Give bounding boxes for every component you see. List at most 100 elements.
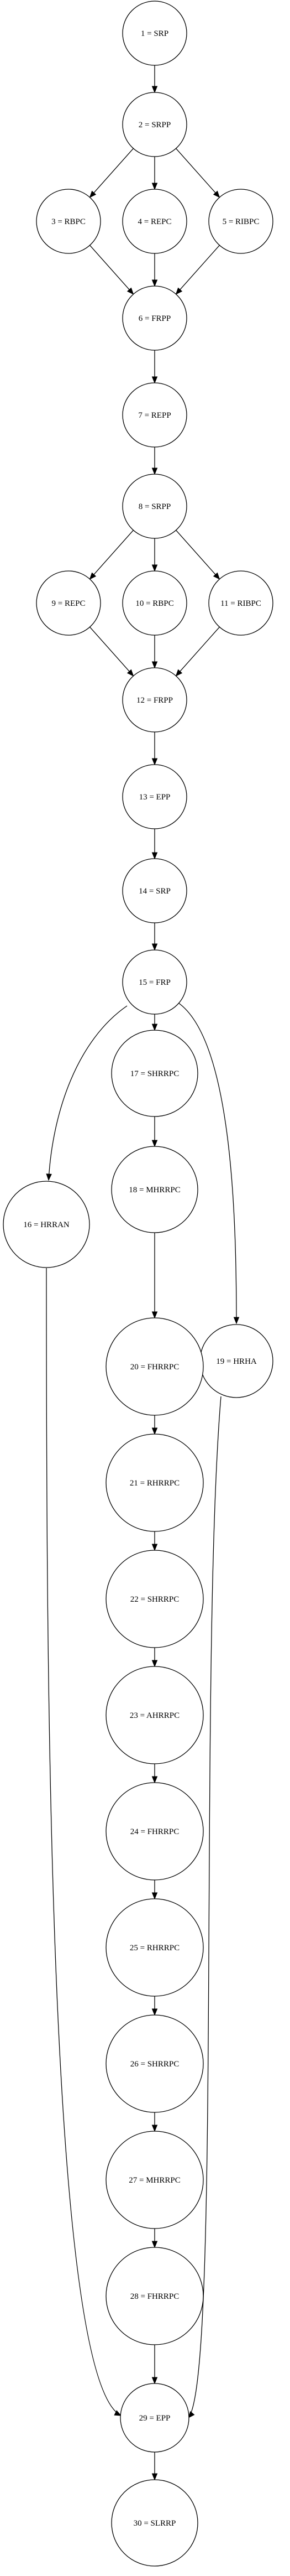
node-14: 14 = SRP bbox=[122, 858, 187, 923]
edge-n2-to-n5 bbox=[176, 148, 220, 198]
node-circle bbox=[122, 949, 187, 1015]
arrow-head-icon bbox=[151, 1140, 158, 1147]
node-circle bbox=[106, 1666, 204, 1764]
node-label: 20 = FHRRPC bbox=[130, 1363, 180, 1372]
node-13: 13 = EPP bbox=[122, 764, 187, 829]
arrow-head-icon bbox=[151, 1427, 158, 1435]
arrow-head-icon bbox=[151, 2008, 158, 2016]
node-label: 18 = MHRRPC bbox=[129, 1186, 181, 1194]
edge-n29-to-n30 bbox=[151, 2452, 158, 2481]
arrow-head-icon bbox=[188, 2411, 195, 2419]
edge-n1-to-n2 bbox=[151, 65, 158, 94]
node-circle bbox=[106, 1550, 204, 1648]
node-label: 26 = SHRRPC bbox=[130, 2060, 180, 2069]
node-label: 10 = RBPC bbox=[135, 599, 173, 608]
edge-n17-to-n18 bbox=[151, 1116, 158, 1147]
edge-n6-to-n7 bbox=[151, 350, 158, 384]
arrow-head-icon bbox=[151, 1024, 158, 1031]
arrow-head-icon bbox=[151, 2473, 158, 2481]
node-label: 9 = REPC bbox=[52, 599, 86, 608]
edge-n14-to-n15 bbox=[151, 923, 158, 951]
node-circle bbox=[122, 189, 187, 254]
arrow-head-icon bbox=[151, 183, 158, 190]
node-12: 12 = FRPP bbox=[122, 667, 187, 733]
edge-n15-to-n16 bbox=[46, 1005, 128, 1181]
node-22: 22 = SHRRPC bbox=[106, 1550, 204, 1648]
node-circle bbox=[208, 189, 273, 254]
arrow-head-icon bbox=[151, 2241, 158, 2248]
node-label: 13 = EPP bbox=[139, 793, 171, 802]
arrow-head-icon bbox=[46, 1173, 52, 1181]
edge-line bbox=[89, 148, 134, 198]
arrow-head-icon bbox=[151, 279, 158, 287]
node-label: 28 = FHRRPC bbox=[130, 2292, 180, 2301]
node-30: 30 = SLRRP bbox=[111, 2479, 198, 2567]
node-circle bbox=[122, 764, 187, 829]
node-label: 29 = EPP bbox=[139, 2414, 171, 2423]
node-circle bbox=[120, 2383, 189, 2453]
arrow-head-icon bbox=[175, 287, 183, 295]
edge-line bbox=[176, 148, 220, 198]
node-7: 7 = REPP bbox=[122, 382, 187, 448]
node-circle bbox=[122, 382, 187, 448]
node-label: 22 = SHRRPC bbox=[130, 1595, 180, 1604]
node-circle bbox=[106, 1317, 204, 1416]
node-15: 15 = FRP bbox=[122, 949, 187, 1015]
arrow-head-icon bbox=[151, 2125, 158, 2132]
node-circle bbox=[122, 667, 187, 733]
node-label: 5 = RIBPC bbox=[223, 217, 260, 226]
node-16: 16 = HRRAN bbox=[3, 1181, 90, 1268]
node-circle bbox=[111, 1146, 198, 1233]
edge-n28-to-n29 bbox=[151, 2345, 158, 2385]
edge-line bbox=[176, 245, 220, 295]
edge-n2-to-n3 bbox=[89, 148, 134, 198]
node-8: 8 = SRPP bbox=[122, 474, 187, 539]
node-circle bbox=[36, 189, 101, 254]
node-label: 16 = HRRAN bbox=[23, 1221, 70, 1229]
arrow-head-icon bbox=[213, 572, 220, 580]
edge-n8-to-n9 bbox=[89, 529, 134, 580]
node-label: 19 = HRHA bbox=[216, 1357, 257, 1366]
node-label: 25 = RHRRPC bbox=[130, 1944, 180, 1952]
edge-n9-to-n12 bbox=[89, 626, 134, 677]
arrow-head-icon bbox=[114, 2410, 122, 2416]
node-label: 12 = FRPP bbox=[136, 696, 173, 705]
node-27: 27 = MHRRPC bbox=[106, 2131, 204, 2229]
arrow-head-icon bbox=[151, 1544, 158, 1551]
edge-n7-to-n8 bbox=[151, 447, 158, 475]
node-label: 4 = REPC bbox=[138, 217, 172, 226]
node-circle bbox=[106, 1898, 204, 1997]
edge-line bbox=[89, 529, 134, 580]
node-21: 21 = RHRRPC bbox=[106, 1434, 204, 1532]
node-23: 23 = AHRRPC bbox=[106, 1666, 204, 1764]
arrow-head-icon bbox=[151, 1776, 158, 1784]
edge-line bbox=[176, 626, 220, 677]
node-6: 6 = FRPP bbox=[122, 285, 187, 351]
node-2: 2 = SRPP bbox=[122, 92, 187, 157]
node-circle bbox=[122, 92, 187, 157]
edge-n12-to-n13 bbox=[151, 732, 158, 766]
arrow-head-icon bbox=[151, 376, 158, 384]
edge-line bbox=[89, 626, 134, 677]
node-circle bbox=[122, 285, 187, 351]
edge-line bbox=[176, 529, 220, 580]
node-circle bbox=[3, 1181, 90, 1268]
node-circle bbox=[122, 474, 187, 539]
arrow-head-icon bbox=[151, 661, 158, 669]
node-label: 24 = FHRRPC bbox=[130, 1827, 180, 1836]
node-11: 11 = RIBPC bbox=[208, 570, 273, 636]
arrow-head-icon bbox=[126, 287, 134, 295]
node-label: 11 = RIBPC bbox=[220, 599, 261, 608]
edge-line bbox=[48, 1005, 128, 1181]
edge-n4-to-n6 bbox=[151, 253, 158, 287]
node-25: 25 = RHRRPC bbox=[106, 1898, 204, 1997]
node-5: 5 = RIBPC bbox=[208, 189, 273, 254]
arrow-head-icon bbox=[151, 852, 158, 860]
node-label: 23 = AHRRPC bbox=[130, 1711, 180, 1720]
node-20: 20 = FHRRPC bbox=[106, 1317, 204, 1416]
edge-n5-to-n6 bbox=[175, 245, 220, 295]
arrow-head-icon bbox=[233, 1317, 240, 1325]
edge-n3-to-n6 bbox=[89, 245, 134, 295]
node-1: 1 = SRP bbox=[122, 1, 187, 66]
